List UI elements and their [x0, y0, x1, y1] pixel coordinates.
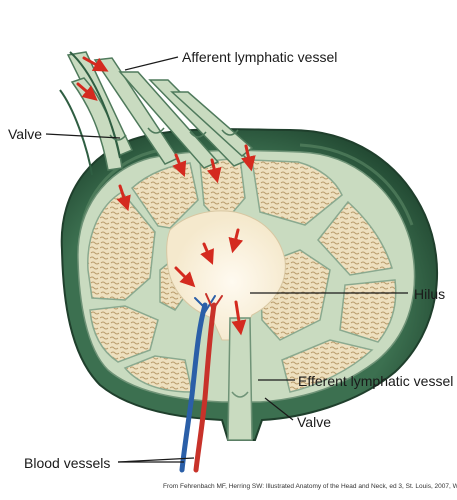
label-blood-vessels: Blood vessels [24, 455, 111, 471]
label-hilus: Hilus [414, 286, 446, 302]
blood-vessels [179, 293, 223, 473]
efferent-valve [231, 391, 249, 398]
label-afferent-lymphatic-vessel: Afferent lymphatic vessel [182, 49, 338, 65]
leader-lines [45, 56, 408, 463]
label-efferent-lymphatic-vessel: Efferent lymphatic vessel [298, 373, 454, 389]
efferent-vessel [227, 317, 253, 441]
afferent-vessels [66, 51, 254, 171]
label-valve-top: Valve [8, 126, 42, 142]
hilus-sinus [166, 210, 286, 341]
afferent-valves [109, 127, 239, 141]
lymph-flow-arrows [76, 56, 256, 336]
source-credit: From Fehrenbach MF, Herring SW: Illustra… [163, 483, 457, 490]
afferent-vessel-edges [59, 51, 121, 176]
label-valve-bottom: Valve [297, 414, 331, 430]
